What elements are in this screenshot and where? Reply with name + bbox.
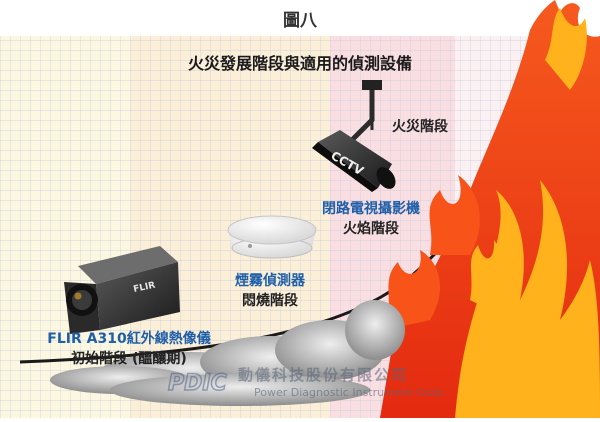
smolder-stage-label: 悶燒階段	[242, 293, 298, 309]
flir-camera: FLIR	[64, 246, 180, 334]
flame-tongue-1	[385, 250, 441, 330]
cctv-device-label: 閉路電視攝影機	[322, 201, 420, 217]
flir-device-label: FLIR A310紅外線熱像儀	[47, 331, 211, 347]
smoke-detector-label: 煙霧偵測器	[235, 273, 305, 289]
flame-tongue-2	[429, 175, 480, 255]
fire-stage-label: 火災階段	[392, 119, 448, 135]
flame-inner-3	[470, 240, 503, 310]
watermark-logo: PDIC	[168, 371, 227, 396]
figure-title: 圖八	[283, 11, 317, 31]
smoke-cloud	[50, 300, 405, 406]
incipient-stage-label: 初始階段 (醞釀期)	[71, 351, 187, 367]
diagram-title: 火災發展階段與適用的偵測設備	[187, 54, 412, 73]
smoke-detector	[227, 215, 317, 259]
watermark-company-english: Power Diagnostic Instrument Corp.	[254, 386, 446, 399]
cctv-camera: CCTV	[312, 80, 396, 192]
flir-logo: FLIR	[133, 281, 157, 295]
flame-inner-1	[455, 180, 600, 418]
flame-stage-label: 火焰階段	[343, 221, 399, 237]
flame-inner-2	[545, 8, 587, 90]
watermark-company-chinese: 動儀科技股份有限公司	[238, 366, 409, 384]
